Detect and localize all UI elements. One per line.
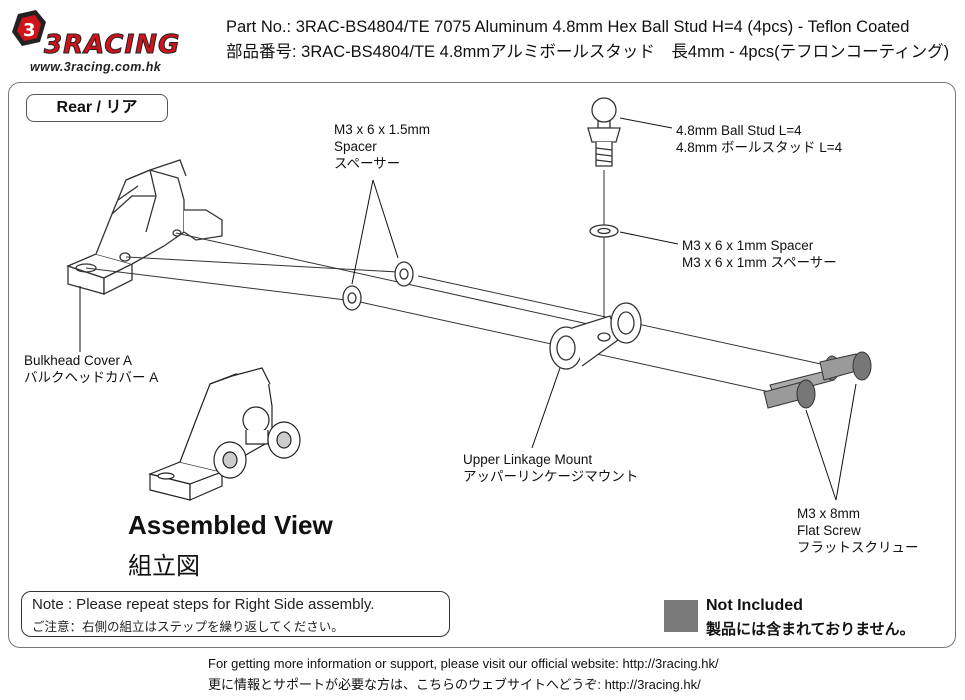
spacer-1-label: M3 x 6 x 1mm Spacer M3 x 6 x 1mm スペーサー	[682, 238, 837, 270]
logo-wordmark: 3RACING	[43, 30, 181, 61]
flat-screw-label: M3 x 8mm Flat Screw フラットスクリュー	[797, 506, 919, 555]
section-tab	[26, 94, 168, 122]
section-tab-label: Rear / リア	[56, 99, 138, 116]
linkage-mount-label: Upper Linkage Mount アッパーリンケージマウント	[463, 452, 639, 484]
footer-line-en: For getting more information or support,…	[208, 656, 719, 671]
assembled-view-title: Assembled View	[128, 510, 333, 540]
spacer-15-label: M3 x 6 x 1.5mm Spacer スペーサー	[334, 122, 431, 171]
brand-logo: 3	[6, 8, 218, 78]
not-included-label-jp: 製品には含まれておりません。	[706, 621, 915, 638]
note-box	[21, 591, 450, 637]
flat-screws-drawing	[763, 351, 872, 409]
ball-stud-label: 4.8mm Ball Stud L=4 4.8mm ボールスタッド L=4	[676, 123, 843, 155]
logo-url: www.3racing.com.hk	[30, 60, 162, 74]
part-title-en: Part No.: 3RAC-BS4804/TE 7075 Aluminum 4…	[226, 18, 910, 36]
not-included-swatch	[664, 600, 698, 632]
ball-stud-drawing	[587, 97, 621, 167]
note-text-en: Note : Please repeat steps for Right Sid…	[32, 596, 375, 613]
svg-text:3: 3	[23, 20, 36, 41]
assembled-view-title-jp: 組立図	[128, 553, 200, 580]
bulkhead-cover-drawing	[66, 159, 223, 296]
footer-line-jp: 更に情報とサポートが必要な方は、こちらのウェブサイトへどうぞ: http://3…	[208, 677, 701, 692]
linkage-mount-drawing	[549, 302, 642, 370]
assembled-view-drawing	[148, 367, 301, 501]
bulkhead-label: Bulkhead Cover A バルクヘッドカバー A	[24, 353, 159, 385]
note-text-jp: ご注意：右側の組立はステップを繰り返してください。	[32, 620, 344, 634]
not-included-label: Not Included	[706, 597, 803, 614]
instruction-frame	[8, 82, 956, 648]
part-title-jp: 部品番号: 3RAC-BS4804/TE 4.8mmアルミボールスタッド 長4m…	[226, 43, 950, 61]
